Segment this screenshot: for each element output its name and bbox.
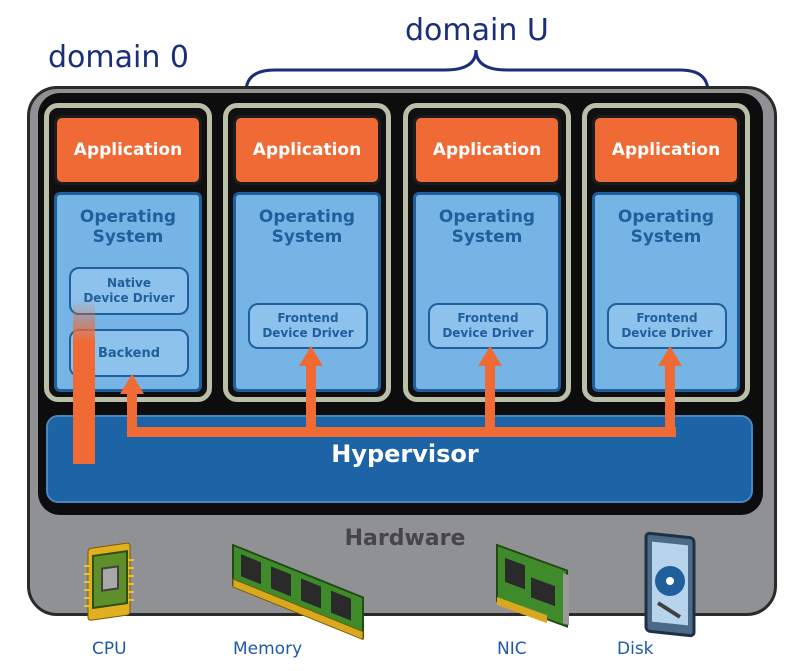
os-title: Operating System	[258, 207, 356, 247]
domain-0-os: Operating System Native Device Driver Ba…	[54, 192, 202, 392]
domain-u-1-application: Application	[233, 115, 381, 185]
memory-module-icon	[232, 543, 364, 641]
arrow-head-frontend-2	[478, 346, 502, 366]
arrow-head-frontend-1	[299, 346, 323, 366]
network-card-icon	[496, 543, 569, 628]
os-title: Operating System	[617, 207, 715, 247]
domain-u-3-application: Application	[592, 115, 740, 185]
domain-u-2-application: Application	[413, 115, 561, 185]
domain-0-application: Application	[54, 115, 202, 185]
disk-drive-icon	[644, 531, 696, 638]
os-title: Operating System	[79, 207, 177, 247]
hypervisor-label: Hypervisor	[331, 440, 479, 468]
cpu-chip-icon	[84, 542, 134, 621]
domain-u-2-os: Operating System Frontend Device Driver	[413, 192, 561, 392]
frontend-device-driver: Frontend Device Driver	[248, 303, 368, 349]
frontend-device-driver: Frontend Device Driver	[428, 303, 548, 349]
memory-label: Memory	[233, 639, 303, 659]
frontend-device-driver: Frontend Device Driver	[607, 303, 727, 349]
domain-u-label: domain U	[405, 13, 549, 48]
os-title: Operating System	[438, 207, 536, 247]
backend-frontend-bus	[127, 427, 676, 437]
arrow-head-backend	[120, 374, 144, 394]
native-driver-path	[73, 300, 95, 464]
arrow-head-frontend-3	[658, 346, 682, 366]
disk-label: Disk	[617, 639, 654, 659]
cpu-label: CPU	[92, 639, 127, 659]
nic-label: NIC	[497, 639, 527, 659]
domain-0-label: domain 0	[48, 40, 189, 75]
hardware-label: Hardware	[344, 526, 466, 551]
